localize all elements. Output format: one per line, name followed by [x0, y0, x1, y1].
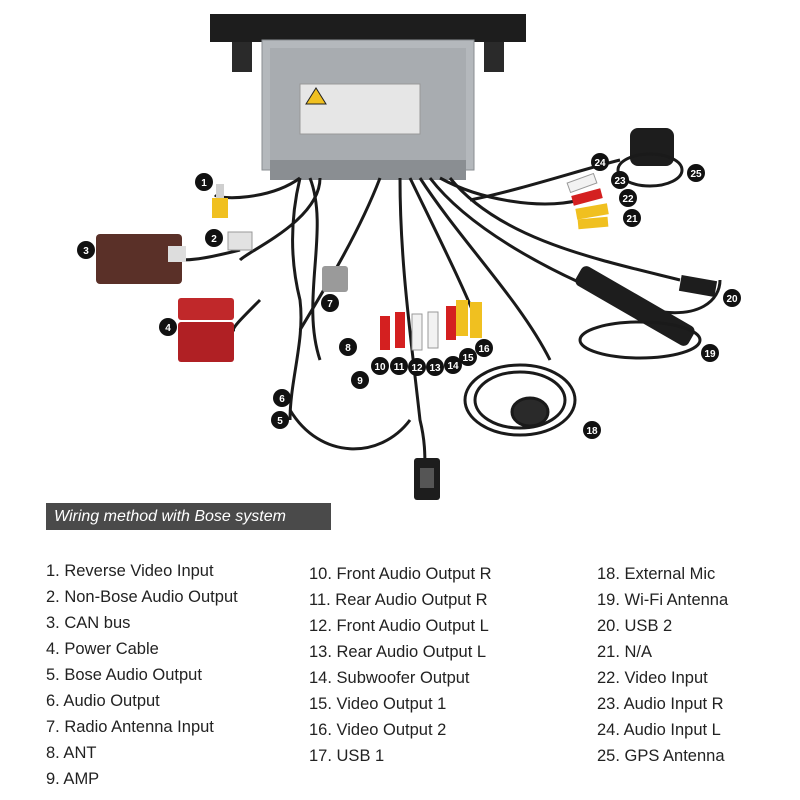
legend-item: 16. Video Output 2: [309, 721, 447, 739]
legend-item: 18. External Mic: [597, 565, 716, 583]
legend-item: 21. N/A: [597, 643, 653, 661]
svg-text:7: 7: [327, 299, 333, 310]
legend-column-1: 1. Reverse Video Input 2. Non-Bose Audio…: [46, 558, 238, 792]
svg-text:8: 8: [345, 343, 351, 354]
gps-antenna: [616, 128, 684, 188]
svg-text:16: 16: [478, 344, 490, 355]
svg-text:18: 18: [586, 426, 598, 437]
callout-9: 9: [351, 371, 369, 389]
legend-item: 20. USB 2: [597, 617, 673, 635]
callout-10: 10: [371, 357, 389, 375]
callout-3: 3: [77, 241, 95, 259]
svg-text:1: 1: [201, 178, 207, 189]
legend-column-3: 18. External Mic 19. Wi-Fi Antenna 20. U…: [597, 561, 728, 769]
wifi-antenna: [575, 266, 702, 360]
svg-text:20: 20: [726, 294, 738, 305]
legend-item: 25. GPS Antenna: [597, 747, 725, 765]
legend-item: 13. Rear Audio Output L: [309, 643, 487, 661]
canbus-box: [96, 234, 186, 284]
callout-15: 15: [459, 348, 477, 366]
legend-item: 5. Bose Audio Output: [46, 666, 202, 684]
svg-text:11: 11: [394, 362, 405, 373]
legend-item: 3. CAN bus: [46, 614, 131, 632]
svg-text:25: 25: [690, 169, 702, 180]
callout-14: 14: [444, 356, 462, 374]
non-bose-connector: [227, 231, 253, 251]
rca-input-cluster: [566, 172, 609, 230]
legend-item: 1. Reverse Video Input: [46, 562, 214, 580]
callout-1: 1: [195, 173, 213, 191]
svg-text:12: 12: [411, 363, 423, 374]
external-mic: [463, 363, 577, 437]
callout-25: 25: [687, 164, 705, 182]
callout-8: 8: [339, 338, 357, 356]
legend-item: 17. USB 1: [309, 747, 385, 765]
svg-text:5: 5: [277, 416, 283, 427]
callout-16: 16: [475, 339, 493, 357]
svg-text:10: 10: [374, 362, 386, 373]
legend-item: 24. Audio Input L: [597, 721, 721, 739]
legend-item: 10. Front Audio Output R: [309, 565, 492, 583]
callout-24: 24: [591, 153, 609, 171]
callout-2: 2: [205, 229, 223, 247]
legend-item: 4. Power Cable: [46, 640, 159, 658]
callout-21: 21: [623, 209, 641, 227]
svg-text:19: 19: [704, 349, 716, 360]
svg-text:22: 22: [622, 194, 634, 205]
usb-1-connector: [414, 458, 440, 500]
wiring-diagram: 1 2 3 4 5 6 7 8 9 10 11 12 13 14 15 16 1…: [77, 14, 741, 500]
radio-antenna-adapter: [322, 266, 348, 292]
callout-6: 6: [273, 389, 291, 407]
callout-4: 4: [159, 318, 177, 336]
reverse-video-rca: [212, 184, 228, 218]
callout-7: 7: [321, 294, 339, 312]
legend-item: 19. Wi-Fi Antenna: [597, 591, 729, 609]
callout-18: 18: [583, 421, 601, 439]
callout-22: 22: [619, 189, 637, 207]
legend-item: 9. AMP: [46, 770, 100, 788]
svg-text:9: 9: [357, 376, 363, 387]
svg-text:23: 23: [614, 176, 626, 187]
legend-item: 8. ANT: [46, 744, 97, 762]
svg-text:21: 21: [626, 214, 638, 225]
svg-text:4: 4: [165, 323, 171, 334]
legend-item: 11. Rear Audio Output R: [309, 591, 488, 609]
callout-11: 11: [390, 357, 408, 375]
svg-text:3: 3: [83, 246, 89, 257]
legend-item: 2. Non-Bose Audio Output: [46, 588, 238, 606]
rca-output-cluster: [380, 300, 482, 351]
legend-item: 12. Front Audio Output L: [309, 617, 489, 635]
callout-23: 23: [611, 171, 629, 189]
svg-text:24: 24: [594, 158, 606, 169]
legend-item: 22. Video Input: [597, 669, 708, 687]
legend-item: 6. Audio Output: [46, 692, 160, 710]
head-unit: [210, 14, 526, 180]
legend-column-2: 10. Front Audio Output R 11. Rear Audio …: [309, 561, 492, 769]
legend-item: 15. Video Output 1: [309, 695, 447, 713]
power-cable-module: [178, 298, 234, 362]
callout-12: 12: [408, 358, 426, 376]
callout-20: 20: [723, 289, 741, 307]
legend-item: 23. Audio Input R: [597, 695, 724, 713]
callout-19: 19: [701, 344, 719, 362]
svg-text:15: 15: [462, 353, 474, 364]
callout-5: 5: [271, 411, 289, 429]
svg-text:14: 14: [447, 361, 459, 372]
callout-13: 13: [426, 358, 444, 376]
svg-text:6: 6: [279, 394, 285, 405]
usb-2-connector: [678, 274, 718, 298]
legend-item: 14. Subwoofer Output: [309, 669, 470, 687]
svg-text:13: 13: [429, 363, 441, 374]
svg-text:2: 2: [211, 234, 217, 245]
legend-item: 7. Radio Antenna Input: [46, 718, 214, 736]
section-banner: Wiring method with Bose system: [46, 503, 331, 530]
